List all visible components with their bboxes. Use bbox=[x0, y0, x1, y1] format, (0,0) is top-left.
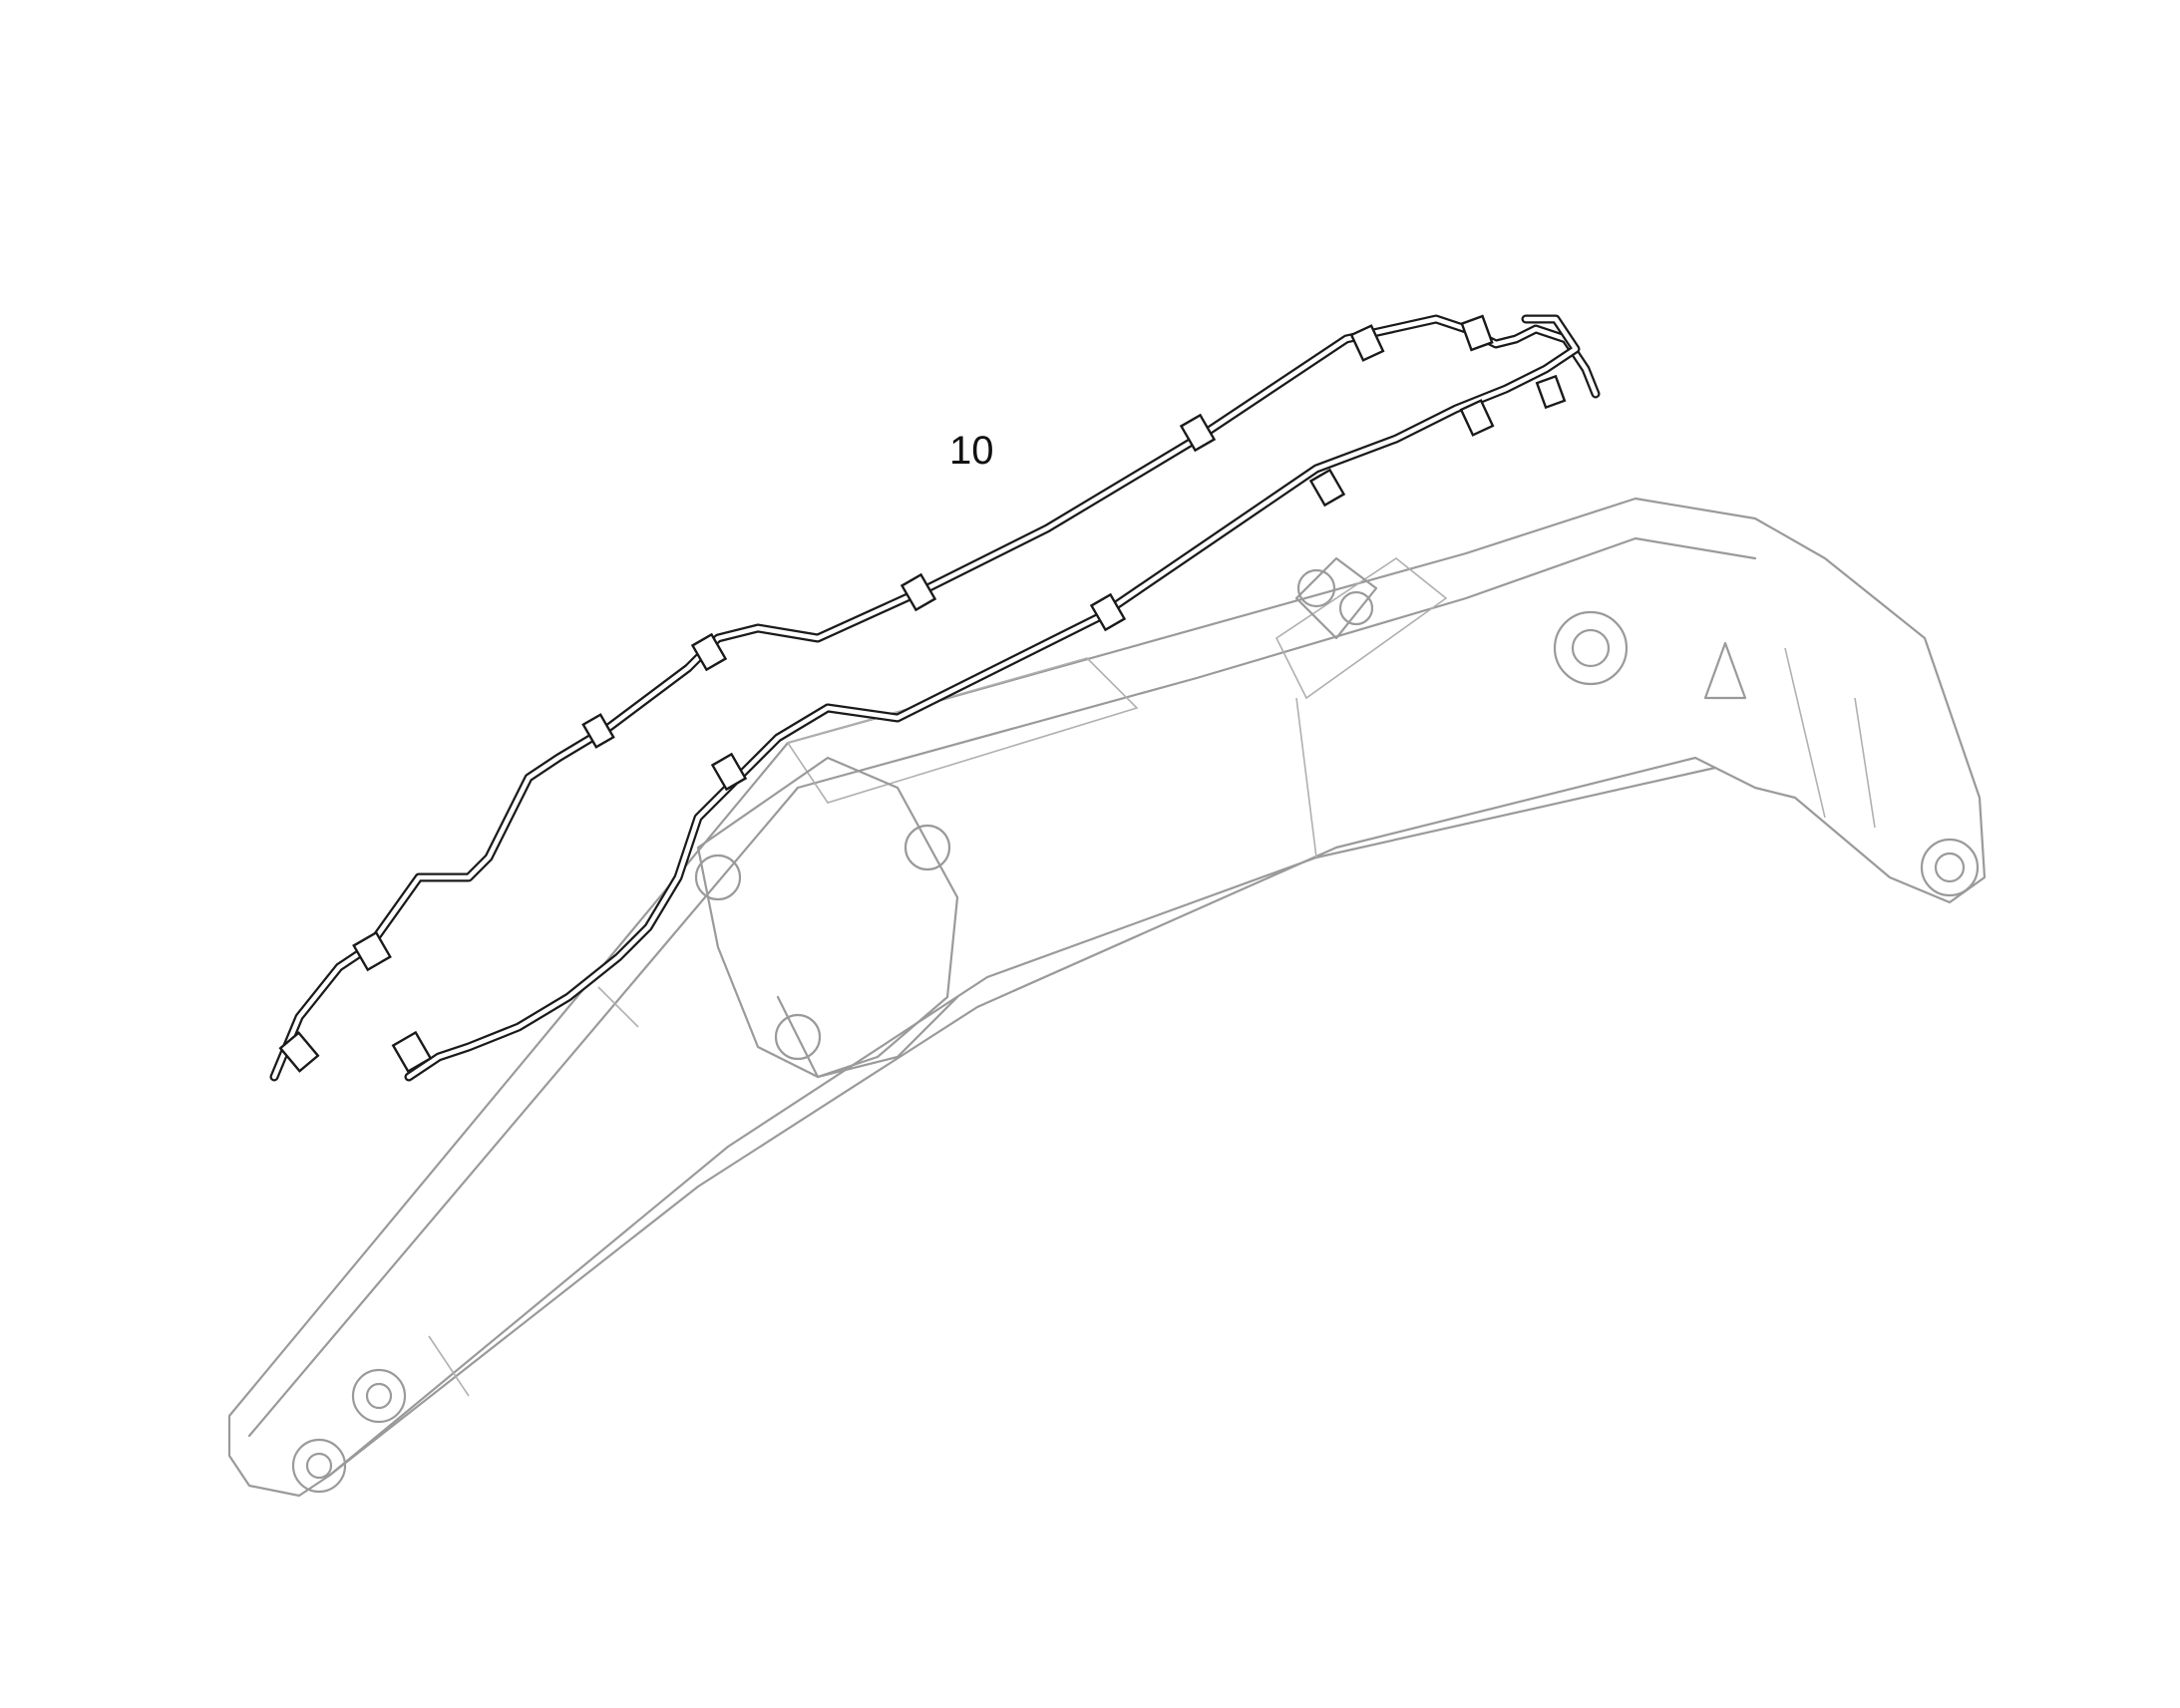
hose-assembly bbox=[269, 314, 1601, 1082]
callout-label-10: 10 bbox=[949, 429, 994, 473]
excavator-boom bbox=[227, 497, 1987, 1498]
